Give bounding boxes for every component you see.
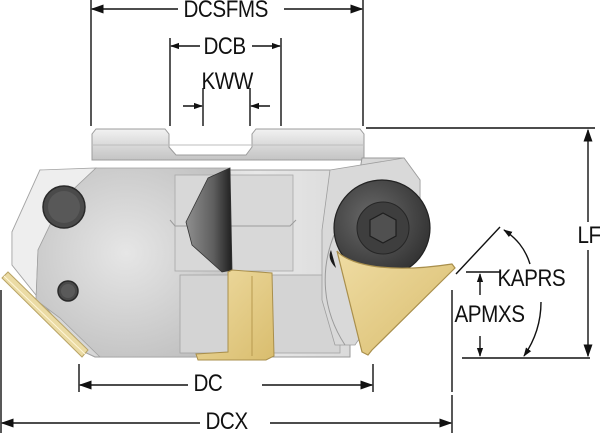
dcsfms-label: DCSFMS: [180, 0, 272, 22]
lf-label: LF: [574, 224, 600, 248]
wedge-pocket: [185, 167, 233, 273]
dc-label: DC: [190, 372, 226, 396]
cartridge-groove: [169, 219, 297, 227]
hex-socket-icon: [369, 212, 397, 244]
insert-seat-shadow: [329, 250, 336, 268]
collar: [91, 128, 365, 161]
right-pocket-arc: [324, 234, 346, 346]
triangular-insert: [336, 250, 456, 356]
clamp-screw-large-head: [48, 191, 80, 223]
center-insert: [195, 269, 275, 361]
cutter-body: [1, 128, 456, 361]
dcb-label: DCB: [200, 35, 250, 59]
kaprs-label: KAPRS: [497, 265, 566, 292]
apmxs-label: APMXS: [454, 301, 525, 328]
wiper-highlight: [3, 275, 86, 355]
dcx-label: DCX: [202, 410, 252, 434]
clamp-screw-small-head: [61, 284, 75, 298]
kww-label: KWW: [201, 68, 253, 95]
cartridge-block: [174, 174, 294, 272]
